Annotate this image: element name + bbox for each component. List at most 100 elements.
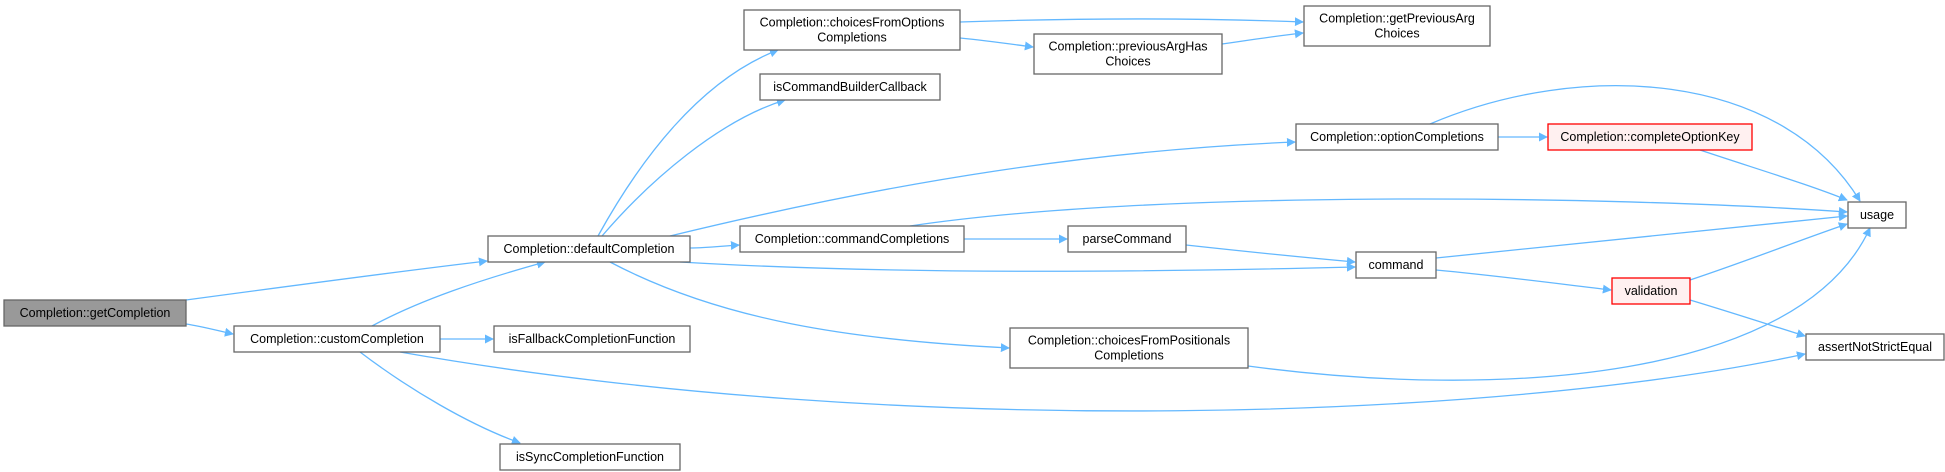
edge-path — [689, 240, 740, 250]
edge-path — [1689, 222, 1848, 281]
edge-previousArgHasChoices-to-getPreviousArgChoices — [1221, 29, 1304, 45]
node-choicesFromOptionsCompletions[interactable]: Completion::choicesFromOptionsCompletion… — [743, 9, 961, 51]
edge-path — [609, 261, 1010, 353]
edge-defaultCompletion-to-choicesFromOptionsCompletions — [597, 48, 779, 237]
edge-command-to-usage — [1435, 212, 1848, 259]
node-label: Completion::choicesFromOptions — [760, 16, 945, 30]
edge-commandCompletions-to-usage — [909, 198, 1848, 227]
edge-getCompletion-to-customCompletion — [185, 323, 234, 337]
node-label: assertNotStrictEqual — [1818, 340, 1932, 354]
node-box — [487, 235, 691, 263]
node-box — [759, 73, 941, 101]
node-defaultCompletion[interactable]: Completion::defaultCompletion — [487, 235, 691, 263]
node-isCommandBuilderCallback[interactable]: isCommandBuilderCallback — [759, 73, 941, 101]
edge-choicesFromOptionsCompletions-to-previousArgHasChoices — [959, 37, 1034, 51]
edge-path — [1429, 85, 1861, 202]
edge-path — [679, 261, 1356, 272]
node-box — [1033, 33, 1223, 75]
node-usage[interactable]: usage — [1847, 201, 1907, 229]
edge-defaultCompletion-to-isCommandBuilderCallback — [601, 98, 786, 237]
node-label: Completion::previousArgHas — [1048, 40, 1207, 54]
edge-path — [597, 48, 779, 237]
edge-customCompletion-to-assertNotStrictEqual — [399, 351, 1806, 412]
edge-defaultCompletion-to-optionCompletions — [669, 137, 1296, 237]
edge-choicesFromOptionsCompletions-to-getPreviousArgChoices — [959, 17, 1304, 27]
node-optionCompletions[interactable]: Completion::optionCompletions — [1295, 123, 1499, 151]
node-choicesFromPositionalsCompletions[interactable]: Completion::choicesFromPositionalsComple… — [1009, 327, 1249, 369]
edge-completeOptionKey-to-usage — [1699, 149, 1848, 202]
node-box — [3, 299, 187, 327]
node-label: isFallbackCompletionFunction — [509, 332, 676, 346]
node-label: Completion::choicesFromPositionals — [1028, 334, 1230, 348]
node-customCompletion[interactable]: Completion::customCompletion — [233, 325, 441, 353]
edge-defaultCompletion-to-commandCompletions — [689, 240, 740, 250]
node-isSyncCompletionFunction[interactable]: isSyncCompletionFunction — [499, 443, 681, 471]
edge-command-to-validation — [1435, 269, 1612, 294]
node-getCompletion[interactable]: Completion::getCompletion — [3, 299, 187, 327]
node-label: isSyncCompletionFunction — [516, 450, 664, 464]
edge-customCompletion-to-defaultCompletion — [371, 259, 546, 327]
node-label: Completion::optionCompletions — [1310, 130, 1484, 144]
node-box — [1355, 251, 1437, 279]
edge-path — [909, 198, 1848, 227]
node-validation[interactable]: validation — [1611, 277, 1691, 305]
node-label: Completion::defaultCompletion — [504, 242, 675, 256]
node-box — [1847, 201, 1907, 229]
edge-path — [1221, 29, 1304, 45]
node-box — [1067, 225, 1187, 253]
node-label: Completion::getCompletion — [20, 306, 171, 320]
node-label: Choices — [1105, 55, 1150, 69]
edge-path — [959, 17, 1304, 27]
node-box — [1295, 123, 1499, 151]
node-box — [233, 325, 441, 353]
edge-path — [959, 37, 1034, 51]
edge-parseCommand-to-command — [1185, 244, 1356, 266]
edge-path — [359, 351, 521, 445]
node-label: validation — [1625, 284, 1678, 298]
node-box — [1547, 123, 1753, 151]
node-box — [1805, 333, 1945, 361]
node-label: Completion::commandCompletions — [755, 232, 950, 246]
node-box — [1611, 277, 1691, 305]
edges-layer — [185, 17, 1871, 445]
edge-path — [371, 259, 546, 327]
node-label: command — [1369, 258, 1424, 272]
edge-choicesFromPositionalsCompletions-to-usage — [1247, 227, 1871, 381]
node-label: Completion::completeOptionKey — [1560, 130, 1740, 144]
node-label: Completions — [1094, 349, 1163, 363]
node-label: parseCommand — [1083, 232, 1172, 246]
edge-path — [1689, 299, 1806, 338]
node-commandCompletions[interactable]: Completion::commandCompletions — [739, 225, 965, 253]
edge-path — [185, 323, 234, 337]
edge-optionCompletions-to-usage — [1429, 85, 1861, 202]
node-command[interactable]: command — [1355, 251, 1437, 279]
node-box — [1009, 327, 1249, 369]
node-label: Completions — [817, 31, 886, 45]
edge-path — [1435, 269, 1612, 294]
node-label: Completion::customCompletion — [250, 332, 424, 346]
edge-validation-to-usage — [1689, 222, 1848, 281]
node-box — [493, 325, 691, 353]
edge-path — [669, 137, 1296, 237]
node-label: Completion::getPreviousArg — [1319, 12, 1475, 26]
node-assertNotStrictEqual[interactable]: assertNotStrictEqual — [1805, 333, 1945, 361]
edge-defaultCompletion-to-choicesFromPositionalsCompletions — [609, 261, 1010, 353]
node-label: isCommandBuilderCallback — [773, 80, 927, 94]
node-completeOptionKey[interactable]: Completion::completeOptionKey — [1547, 123, 1753, 151]
edge-path — [185, 257, 488, 301]
node-parseCommand[interactable]: parseCommand — [1067, 225, 1187, 253]
edge-path — [1247, 227, 1871, 381]
node-box — [499, 443, 681, 471]
node-label: usage — [1860, 208, 1894, 222]
node-box — [1303, 5, 1491, 47]
node-isFallbackCompletionFunction[interactable]: isFallbackCompletionFunction — [493, 325, 691, 353]
nodes-layer: Completion::getCompletion Completion::def… — [3, 5, 1945, 471]
node-box — [739, 225, 965, 253]
edge-path — [1699, 149, 1848, 202]
edge-path — [399, 351, 1806, 412]
edge-path — [1435, 212, 1848, 259]
edge-defaultCompletion-to-command — [679, 261, 1356, 272]
